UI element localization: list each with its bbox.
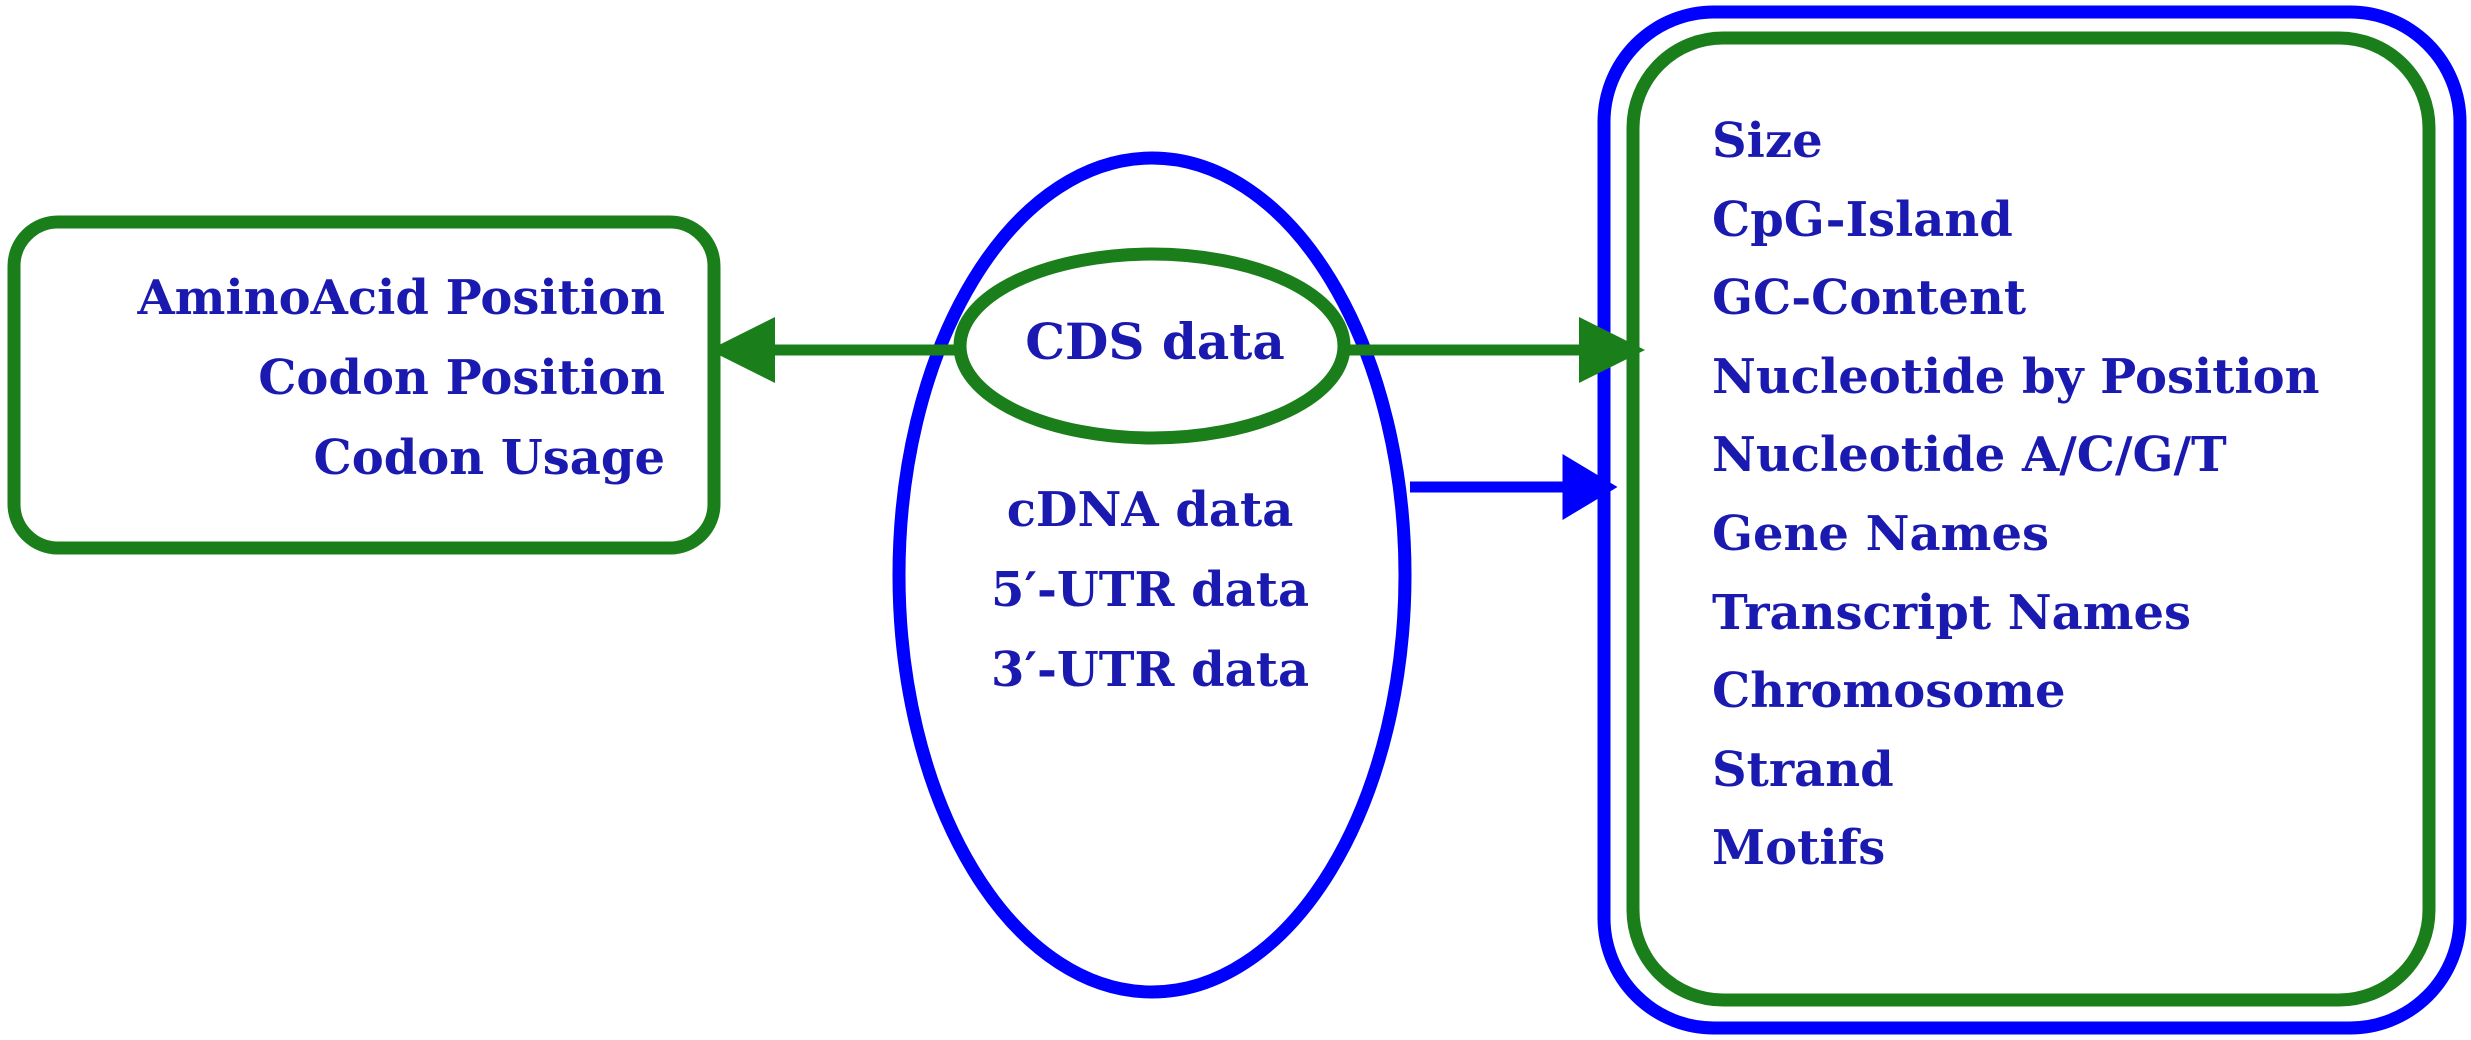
right-box-item: CpG-Island [1712,191,2013,248]
right-box-item: Nucleotide by Position [1712,348,2320,405]
right-box-item: GC-Content [1712,270,2027,327]
left-box-item: AminoAcid Position [137,270,665,326]
right-box-list: Size CpG-Island GC-Content Nucleotide by… [1712,102,2320,888]
right-box-item: Chromosome [1712,663,2066,720]
center-list: cDNA data 5′-UTR data 3′-UTR data [950,470,1350,710]
right-box-item: Nucleotide A/C/G/T [1712,427,2227,484]
center-item: 5′-UTR data [990,562,1310,618]
left-box-list: AminoAcid Position Codon Position Codon … [137,258,665,498]
right-box-item: Transcript Names [1712,584,2192,641]
cds-label: CDS data [1025,312,1285,371]
right-box-item: Gene Names [1712,505,2050,562]
left-box [7,215,721,555]
center-item: cDNA data [1006,482,1294,538]
outer-ellipse [892,151,1412,999]
right-inner-box [1626,31,2436,1007]
right-box-item: Motifs [1712,820,1886,877]
left-box-item: Codon Position [258,350,665,406]
center-item: 3′-UTR data [990,642,1310,698]
right-box-item: Size [1712,113,1823,169]
right-outer-box [1597,5,2467,1035]
right-box-item: Strand [1712,741,1894,798]
left-box-item: Codon Usage [313,430,666,486]
